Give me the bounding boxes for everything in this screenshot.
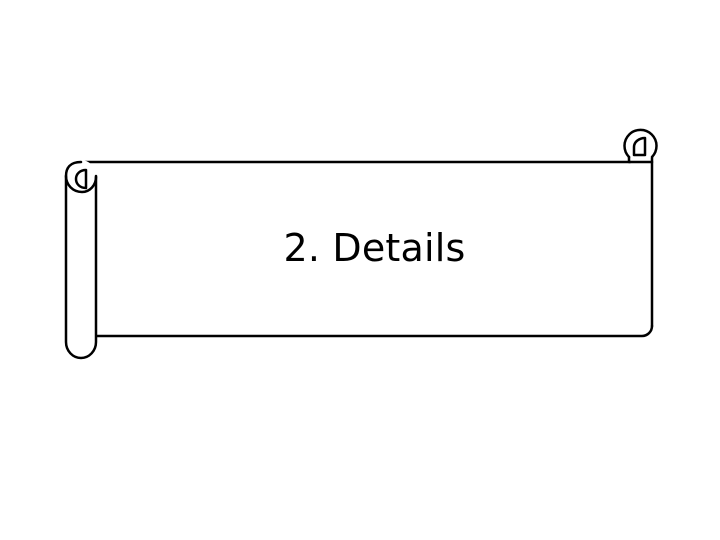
- right-scroll-curl-disc: [624, 130, 656, 162]
- left-scroll-tube-outline: [64, 174, 98, 360]
- left-scroll-tube-fill: [66, 160, 96, 358]
- left-scroll-curl-outer: [64, 160, 98, 194]
- left-scroll-curl-inner: [74, 168, 88, 190]
- scroll-body-right-panel: [636, 162, 652, 336]
- banner-title-text: 2. Details: [283, 226, 466, 271]
- scroll-bottom-edge: [94, 324, 654, 338]
- right-scroll-curl-inner: [632, 136, 647, 157]
- scroll-body-fill: [81, 162, 636, 336]
- right-scroll-curl-outer: [623, 128, 658, 159]
